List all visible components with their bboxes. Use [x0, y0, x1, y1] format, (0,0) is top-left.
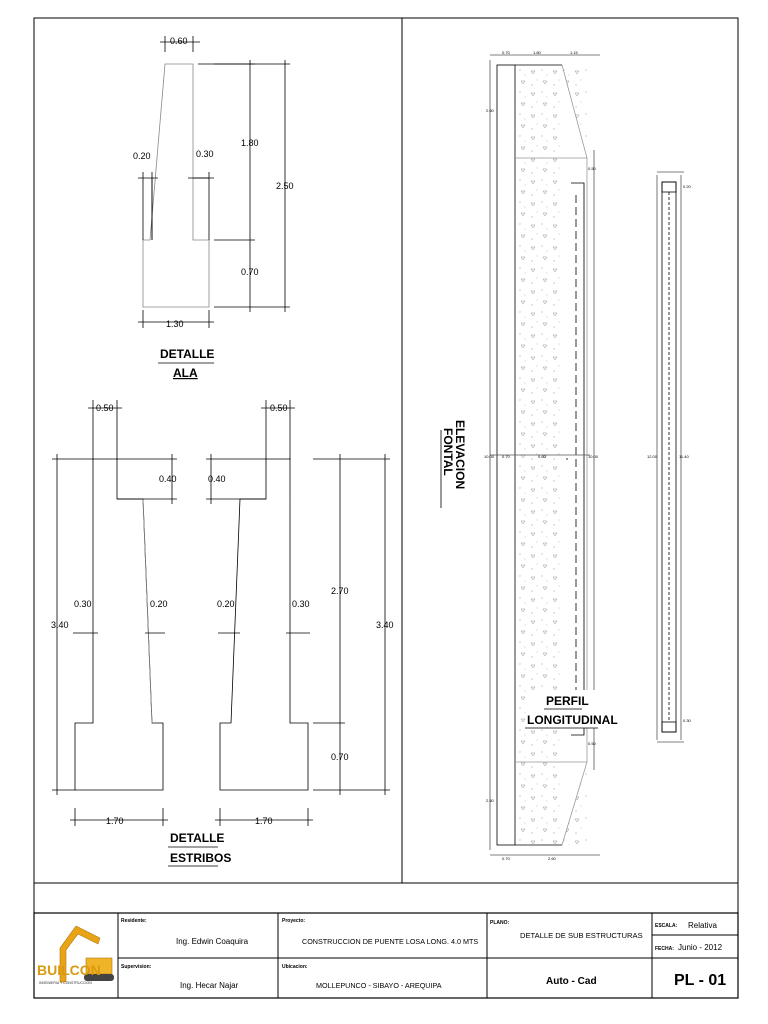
dim-estribo-right-base-height: 0.70 [331, 752, 349, 762]
builcon-logo: BUILCON INGENIERIA Y CONSTRUCCION [36, 917, 116, 995]
perfil-dim-right: 11.40 [679, 454, 689, 459]
elev-dim-inner: 10.00 [588, 454, 599, 459]
elev-dim-mid: 0.70 [502, 454, 511, 459]
supervisor-caption: Supervision: [121, 964, 152, 970]
elev-dim-h-bot: 2.50 [486, 798, 495, 803]
fecha-caption: FECHA: [655, 946, 674, 952]
dim-ala-base-height: 0.70 [241, 267, 259, 277]
logo-text: BUILCON [37, 962, 101, 978]
detalle-ala-title-2: ALA [173, 366, 198, 380]
dim-estribo-right-top: 0.50 [270, 403, 288, 413]
perfil-dim-bottom: 0.30 [683, 718, 692, 723]
dim-estribo-left-thickness-a: 0.30 [74, 599, 92, 609]
perfil-label-2: LONGITUDINAL [527, 713, 618, 727]
sheet-number: PL - 01 [674, 972, 726, 989]
supervisor-value: Ing. Hecar Najar [180, 981, 239, 990]
escala-caption: ESCALA: [655, 923, 678, 929]
elevacion-tiny-dims: 0.70 1.80 1.15 2.50 0.50 10.00 0.70 0.60… [484, 50, 599, 861]
detalle-estribos-title-1: DETALLE [170, 831, 224, 845]
dim-estribo-left-base-width: 1.70 [106, 816, 124, 826]
elevacion-label-2: FONTAL [441, 428, 455, 476]
logo-subtext: INGENIERIA Y CONSTRUCCION [39, 981, 92, 985]
elev-dim-h-top: 2.50 [486, 108, 495, 113]
plano-caption: PLANO: [490, 920, 510, 926]
dim-ala-left-thickness: 0.20 [133, 151, 151, 161]
excavator-arm-icon [59, 925, 101, 983]
dim-ala-upper-height: 1.80 [241, 138, 259, 148]
perfil-dim-top: 0.20 [683, 184, 692, 189]
elev-dim-b1: 0.70 [502, 856, 511, 861]
perfil-drawing [656, 171, 684, 743]
ubicacion-caption: Ubicacion: [282, 964, 308, 970]
escala-value: Relativa [688, 921, 717, 930]
dim-estribo-right-ledge: 0.40 [208, 474, 226, 484]
plano-value: DETALLE DE SUB ESTRUCTURAS [520, 931, 643, 940]
dim-estribo-right-upper-height: 2.70 [331, 586, 349, 596]
perfil-label-1: PERFIL [546, 694, 589, 708]
detalle-ala-dimensions: 0.60 0.20 0.30 1.80 2.50 0.70 1.30 [133, 36, 294, 329]
residente-value: Ing. Edwin Coaquira [176, 937, 249, 946]
estribo-left-drawing [52, 400, 177, 826]
dim-ala-right-thickness: 0.30 [196, 149, 214, 159]
dim-ala-top: 0.60 [170, 36, 188, 46]
perfil-tiny-dims: 0.20 12.00 11.40 0.30 [647, 184, 692, 723]
residente-caption: Residente: [121, 918, 147, 924]
dim-estribo-left-total-height: 3.40 [51, 620, 69, 630]
fecha-value: Junio - 2012 [678, 943, 723, 952]
dim-estribo-right-thickness-b: 0.30 [292, 599, 310, 609]
elev-dim-t2: 1.80 [533, 50, 542, 55]
dim-ala-base-width: 1.30 [166, 319, 184, 329]
dim-estribo-right-total-height: 3.40 [376, 620, 394, 630]
elev-dim-v1: 0.50 [588, 166, 597, 171]
sheet-border [33, 17, 739, 999]
perfil-dim-left: 12.00 [647, 454, 658, 459]
dim-estribo-left-ledge: 0.40 [159, 474, 177, 484]
software-value: Auto - Cad [546, 976, 597, 987]
proyecto-value: CONSTRUCCION DE PUENTE LOSA LONG. 4.0 MT… [302, 937, 478, 946]
elevacion-label-1: ELEVACION [453, 420, 467, 489]
detalle-ala-title-1: DETALLE [160, 347, 214, 361]
elevacion-label: ELEVACION FONTAL [441, 420, 467, 489]
elev-dim-b2: 2.60 [548, 856, 557, 861]
elev-dim-mid2: 0.60 [538, 454, 547, 459]
dim-estribo-left-thickness-b: 0.20 [150, 599, 168, 609]
title-block [33, 912, 739, 999]
estribo-right-drawing [206, 400, 390, 826]
dim-estribo-left-top: 0.50 [96, 403, 114, 413]
elev-dim-v2: 0.50 [588, 741, 597, 746]
dim-estribo-right-base-width: 1.70 [255, 816, 273, 826]
elev-dim-total: 10.00 [484, 454, 495, 459]
excavator-tracks-icon [84, 974, 114, 981]
estribos-dimensions: 0.50 0.40 0.30 0.20 3.40 1.70 0.50 0.40 … [51, 403, 394, 826]
detalle-ala-drawing [138, 36, 290, 328]
proyecto-caption: Proyecto: [282, 918, 305, 924]
dim-estribo-right-thickness-a: 0.20 [217, 599, 235, 609]
dim-ala-total-height: 2.50 [276, 181, 294, 191]
elev-dim-t1: 0.70 [502, 50, 511, 55]
detalle-estribos-title-2: ESTRIBOS [170, 851, 231, 865]
ubicacion-value: MOLLEPUNCO - SIBAYO - AREQUIPA [316, 981, 442, 990]
elev-dim-t3: 1.15 [570, 50, 579, 55]
